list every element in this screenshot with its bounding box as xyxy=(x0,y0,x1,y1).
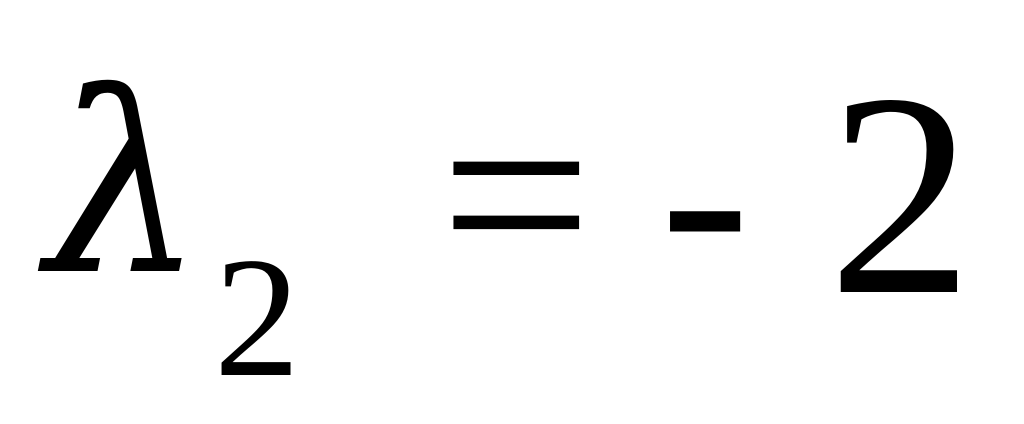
equals-sign: = xyxy=(440,45,593,344)
lambda-symbol: λ xyxy=(46,39,205,330)
subscript-index: 2 xyxy=(214,223,300,413)
eigenvalue-value: 2 xyxy=(828,34,973,355)
minus-sign: - xyxy=(660,45,750,344)
